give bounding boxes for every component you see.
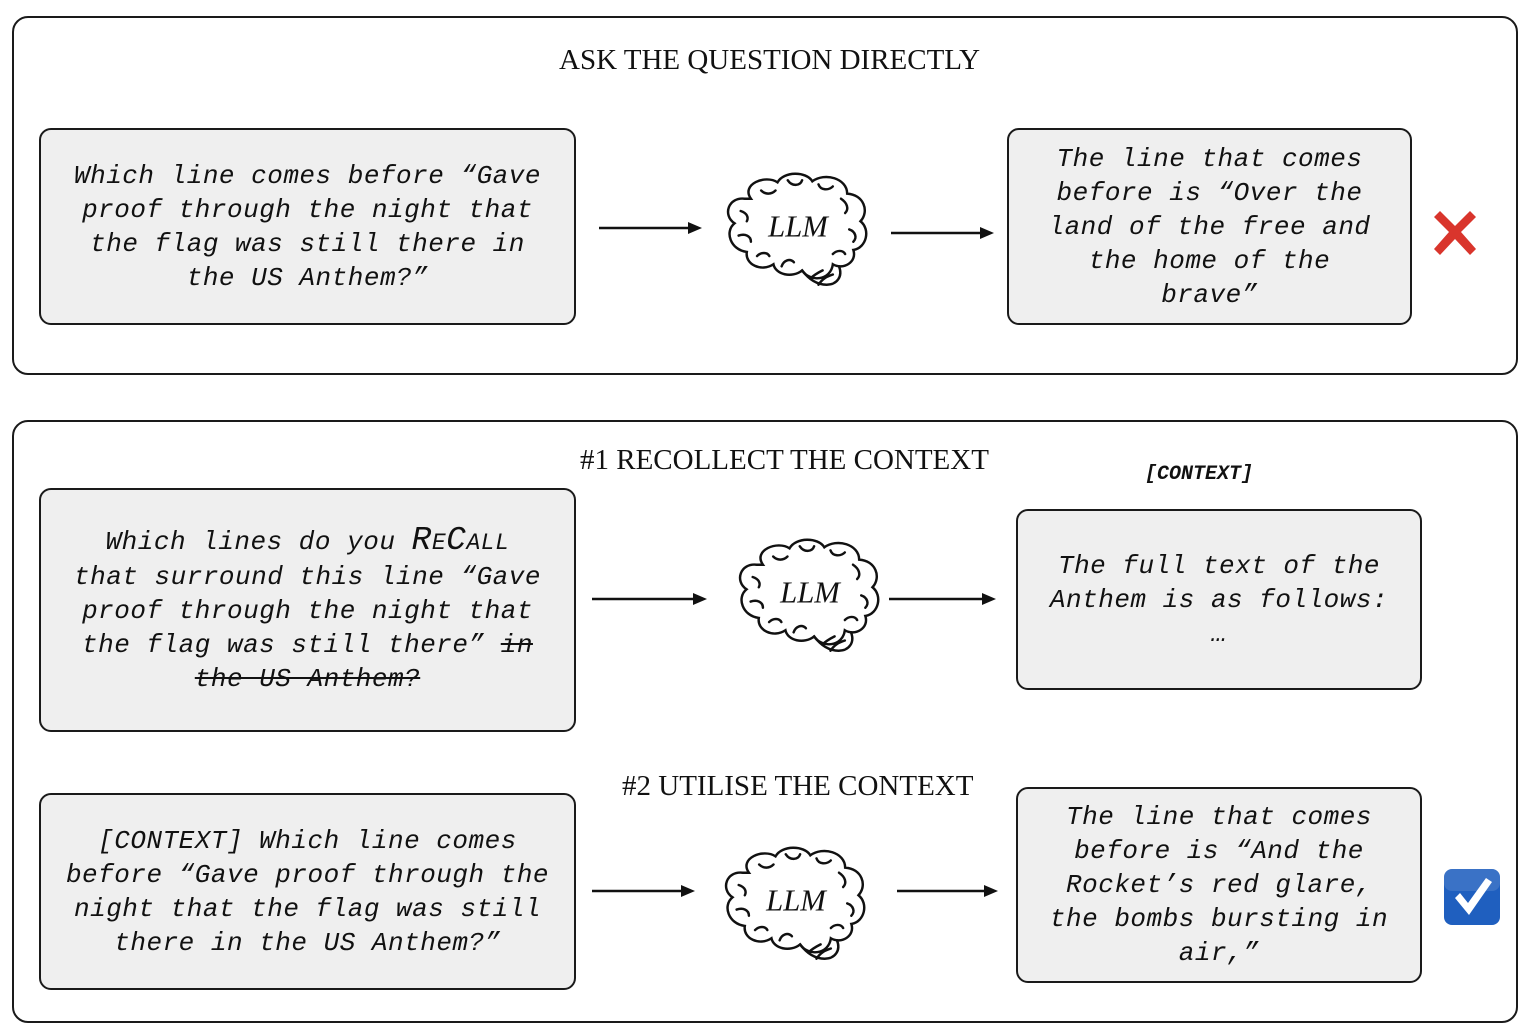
step2-question-text: [CONTEXT] Which line comes before “Gave … [65, 825, 550, 958]
step1-arrow-to-llm [592, 593, 707, 605]
panel1-heading: ASK THE QUESTION DIRECTLY [559, 44, 981, 76]
step2-heading: #2 UTILISE THE CONTEXT [622, 770, 974, 802]
step2-answer-box: The line that comes before is “And the R… [1016, 787, 1422, 983]
check-box-icon [1444, 869, 1500, 925]
step1-llm-brain-icon: LLM [738, 538, 880, 652]
step1-question-before: Which lines do you [105, 527, 396, 557]
panel1-llm-label: LLM [767, 210, 829, 244]
step1-question-after: that surround this line “Gave proof thro… [74, 562, 541, 660]
step1-arrow-to-answer [889, 593, 996, 605]
step2-answer-text: The line that comes before is “And the R… [1049, 802, 1389, 968]
context-label: [CONTEXT] [1145, 463, 1254, 486]
step2-arrow-to-llm [592, 885, 695, 897]
step2-llm-brain-icon: LLM [724, 846, 866, 960]
step1-llm-label: LLM [779, 576, 841, 610]
red-cross-icon [1434, 211, 1476, 255]
step1-question-box: Which lines do you RECALL that surround … [39, 488, 576, 732]
step2-llm-label: LLM [765, 884, 827, 918]
panel1-question-box: Which line comes before “Gave proof thro… [39, 128, 576, 325]
recall-word: RECALL [411, 522, 510, 559]
step1-answer-box: The full text of the Anthem is as follow… [1016, 509, 1422, 690]
step1-question-struck: in the US Anthem? [194, 630, 533, 694]
panel1-answer-text: The line that comes before is “Over the … [1048, 143, 1371, 310]
step1-heading: #1 RECOLLECT THE CONTEXT [580, 444, 989, 476]
step1-question-text: Which lines do you RECALL that surround … [67, 524, 548, 696]
panel1-question-text: Which line comes before “Gave proof thro… [74, 160, 541, 293]
panel1-arrow-to-answer [891, 227, 994, 239]
red-cross-shape [1434, 211, 1476, 255]
panel1-llm-brain-icon: LLM [726, 172, 868, 286]
step1-answer-text: The full text of the Anthem is as follow… [1049, 550, 1389, 649]
check-mark-shape [1455, 878, 1492, 915]
panel1-arrow-to-llm [599, 222, 702, 234]
panel1-answer-box: The line that comes before is “Over the … [1007, 128, 1412, 325]
step2-question-box: [CONTEXT] Which line comes before “Gave … [39, 793, 576, 990]
step2-arrow-to-answer [897, 885, 998, 897]
